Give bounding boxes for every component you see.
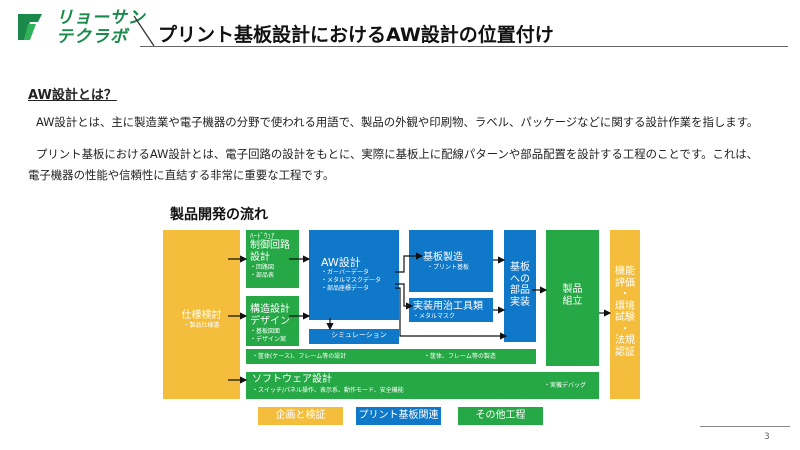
hardware-title-line-3: 設計 (250, 252, 270, 263)
paragraph-2-line-2: 電子機器の性能や信頼性に直結する非常に重要な工程です。 (28, 168, 335, 182)
simulation-box: シミュレーション (309, 329, 399, 344)
paragraph-1: AW設計とは、主に製造業や電子機器の分野で使われる用語で、製品の外観や印刷物、ラ… (36, 115, 759, 129)
eval-line-2: 評価 (615, 277, 635, 289)
eval-line-3: ・ (620, 289, 630, 300)
software-debug-text: ・実機デバッグ (544, 382, 587, 389)
legend-other-process: その他工程 (458, 407, 543, 425)
pcb-manufacturing-title: 基板製造 (423, 252, 463, 263)
software-design-sub: ・スイッチ/パネル操作、表示系、動作モード、安全機能 (252, 387, 404, 394)
component-mounting-box: 基板 への 部品 実装 (504, 230, 536, 342)
title-divider-slash (133, 15, 155, 47)
logo-line-1: リョーサン (56, 8, 146, 28)
aw-design-title: AW設計 (321, 256, 361, 269)
eval-line-1: 機能 (615, 266, 635, 277)
arrow-aw-to-pcb (395, 252, 424, 273)
pcb-manufacturing-box: 基板製造 ・プリント基板 (409, 230, 493, 292)
spec-review-sub: ・製品仕様書 (183, 322, 220, 329)
paragraph-2-line-1: プリント基板におけるAW設計とは、電子回路の設計をもとに、実際に基板上に配線パタ… (36, 147, 759, 161)
eval-line-5: 試験 (615, 312, 635, 323)
hardware-sub-1: ・回路図 (250, 264, 275, 271)
eval-line-6: ・ (620, 323, 630, 335)
assembly-line-2: 組立 (562, 295, 583, 307)
eval-line-7: 法規 (615, 335, 635, 346)
legend-pcb-related: プリント基板関連 (356, 407, 441, 425)
structure-title-line-2: デザイン (250, 316, 290, 327)
aw-design-sub-2: ・メタルマスクデータ (321, 277, 382, 284)
software-design-title: ソフトウェア設計 (252, 374, 332, 385)
page-number: 3 (764, 432, 770, 442)
spec-review-title: 仕様検討 (181, 310, 222, 321)
structure-title-line-1: 構造設計 (250, 304, 290, 315)
mounting-jig-title: 実装用治工具類 (413, 301, 483, 312)
logo-line-2: テクラボ (56, 27, 128, 47)
enclosure-design-text: ・筐体(ケース)、フレーム等の設計 (252, 353, 347, 360)
flow-title: 製品開発の流れ (170, 207, 268, 223)
arrow-aw-to-jig (395, 283, 414, 310)
mounting-jig-box: 実装用治工具類 ・メタルマスク (409, 298, 493, 322)
logo-mark-icon (18, 14, 42, 40)
mounting-line-3: 部品 (510, 285, 530, 296)
legend-planning: 企画と検証 (258, 407, 343, 425)
aw-design-sub-1: ・ガーバーデータ (321, 269, 369, 276)
hardware-title-line-2: 制御回路 (250, 240, 290, 251)
assembly-line-1: 製品 (562, 284, 583, 295)
pcb-manufacturing-sub: ・プリント基板 (427, 264, 470, 271)
eval-line-4: 環境 (615, 300, 635, 312)
hardware-title-line-1: ﾊｰﾄﾞｳｪｱ (250, 232, 275, 240)
footer-line (700, 426, 790, 427)
mounting-jig-sub: ・メタルマスク (413, 313, 456, 320)
enclosure-bar: ・筐体(ケース)、フレーム等の設計 ・筐体、フレーム等の製造 (246, 349, 536, 364)
structure-sub-1: ・基板図面 (250, 328, 281, 335)
aw-design-box: AW設計 ・ガーバーデータ ・メタルマスクデータ ・部品座標データ (309, 230, 399, 320)
page-title: プリント基板設計におけるAW設計の位置付け (158, 24, 554, 46)
mounting-line-4: 実装 (510, 296, 530, 308)
title-underline (140, 46, 788, 47)
section-heading: AW設計とは？ (28, 88, 117, 103)
hardware-sub-2: ・部品表 (250, 272, 275, 279)
mounting-line-2: への (510, 273, 530, 285)
structure-sub-2: ・デザイン案 (250, 336, 287, 343)
enclosure-manufacturing-text: ・筐体、フレーム等の製造 (424, 353, 496, 360)
software-design-bar: ソフトウェア設計 ・スイッチ/パネル操作、表示系、動作モード、安全機能 ・実機デ… (246, 372, 599, 399)
spec-review-box: 仕様検討 ・製品仕様書 (163, 230, 240, 399)
evaluation-box: 機能 評価 ・ 環境 試験 ・ 法規 認証 (610, 230, 640, 399)
structure-design-box: 構造設計 デザイン ・基板図面 ・デザイン案 (246, 296, 299, 346)
eval-line-8: 認証 (615, 346, 635, 358)
aw-design-sub-3: ・部品座標データ (321, 285, 370, 292)
simulation-title: シミュレーション (331, 331, 387, 339)
arrow-aw-to-mounting (395, 287, 508, 340)
mounting-line-1: 基板 (510, 262, 530, 273)
logo-text: リョーサン テクラボ (56, 10, 146, 46)
product-assembly-box: 製品 組立 (546, 230, 599, 366)
